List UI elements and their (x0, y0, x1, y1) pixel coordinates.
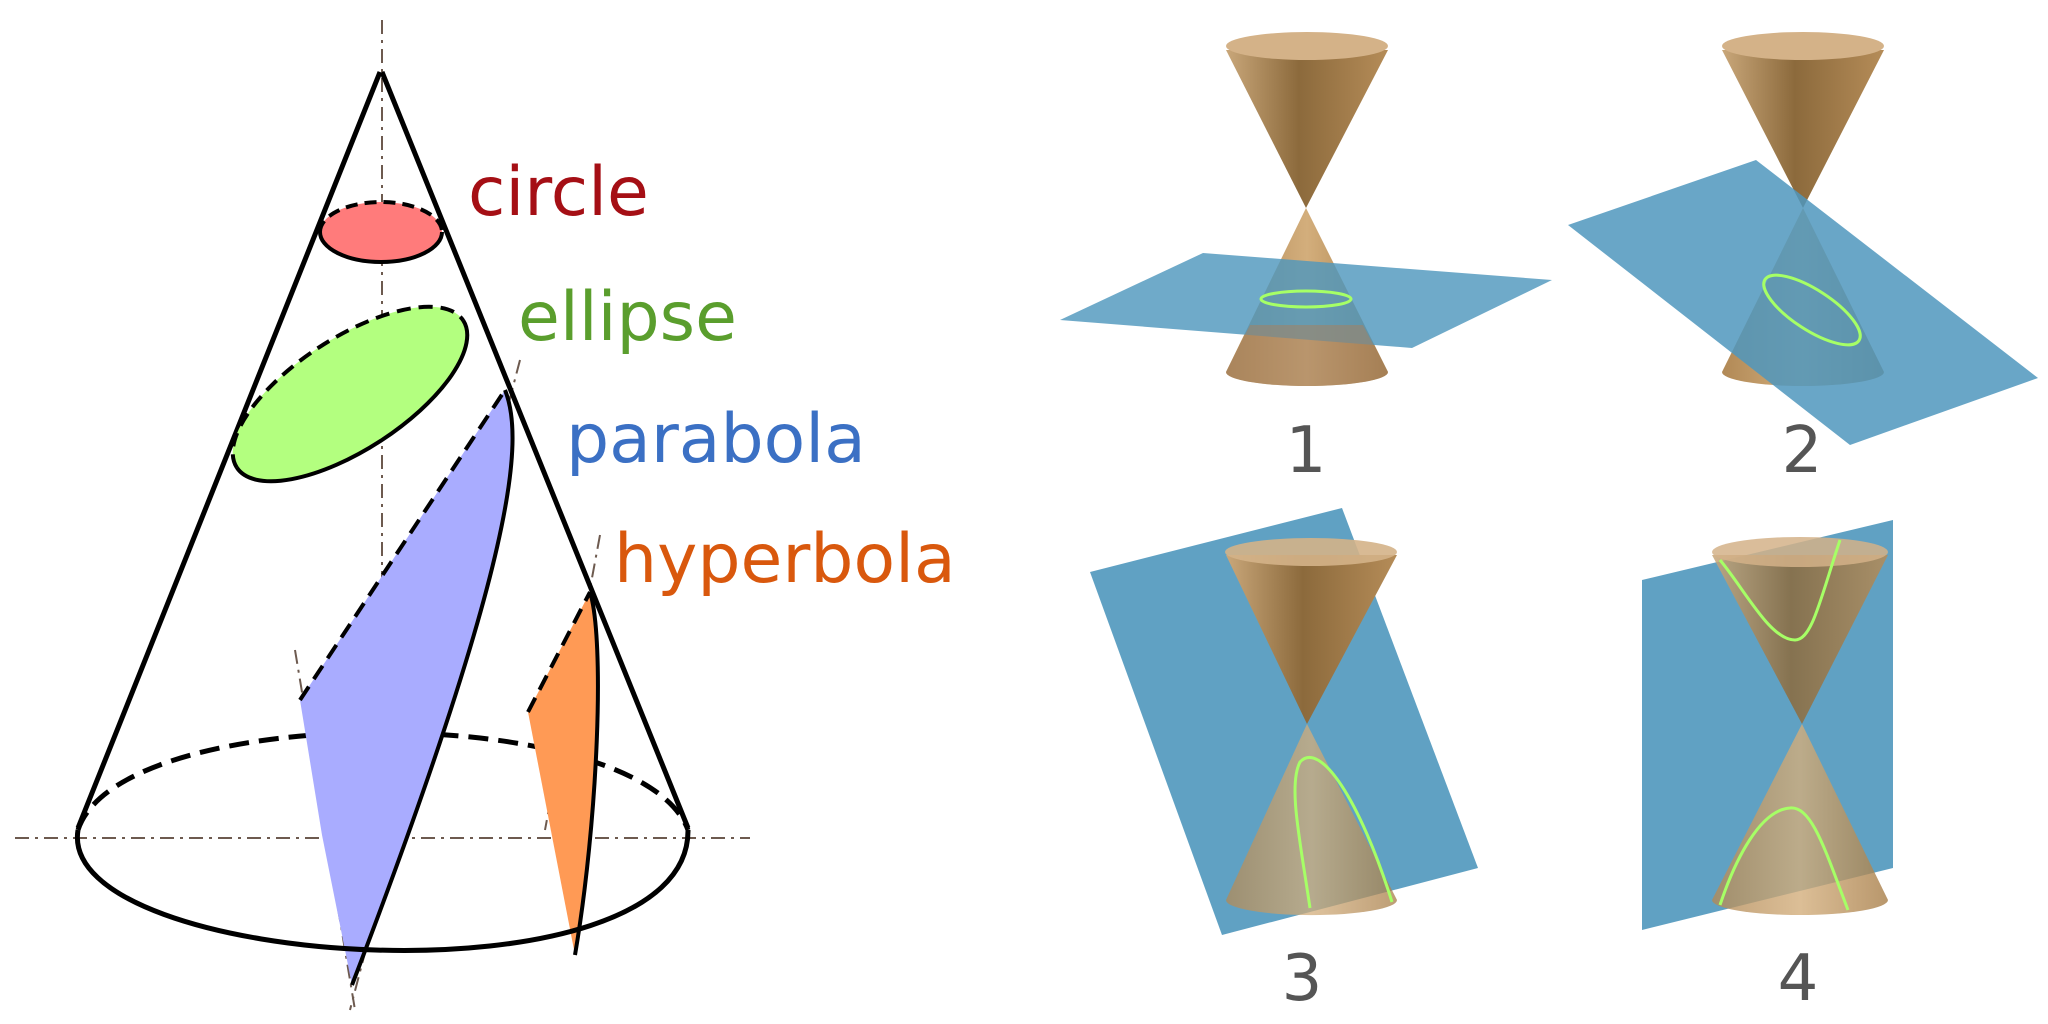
labeled-cone: circle ellipse parabola hyperbola (15, 20, 956, 1011)
panel-4: 4 (1642, 520, 1893, 1016)
panel-3-lower-cone (1226, 724, 1397, 916)
panel-3-number: 3 (1282, 942, 1323, 1016)
panel-3-upper-rim (1225, 538, 1397, 566)
circle-front-edge (318, 231, 444, 264)
panel-1-cone-below-plane (1226, 325, 1388, 386)
cone-right-side (379, 71, 691, 829)
cone-left-side (75, 71, 383, 829)
ellipse-back-edge (230, 304, 465, 469)
panel-4-upper-rim (1712, 537, 1888, 567)
ellipse-front-edge (235, 319, 470, 484)
hyperbola-dashed-edge (526, 591, 592, 713)
panel-1-upper-cone (1226, 50, 1388, 208)
panel-1: 1 (1060, 32, 1552, 488)
panel-1-circle-curve (1259, 289, 1353, 309)
parabola-dashed-edge (298, 388, 507, 702)
ellipse-label: ellipse (518, 278, 737, 357)
circle-label: circle (468, 153, 649, 232)
ellipse-section (232, 306, 468, 482)
panel-2-upper-rim (1722, 32, 1884, 60)
panel-2-ellipse-curve (1762, 273, 1862, 347)
panel-3: 3 (1090, 508, 1478, 1016)
panel-4-lower-cone (1712, 724, 1888, 915)
parabola-curve-edge (350, 389, 515, 986)
hyperbola-curve-edge (573, 591, 600, 956)
hyperbola-label: hyperbola (614, 520, 956, 599)
panel-1-upper-rim (1226, 32, 1388, 60)
panel-3-plane-back (1090, 508, 1478, 935)
circle-section (320, 202, 442, 262)
panel-4-upper-hyperbola-curve (1718, 539, 1842, 642)
panel-4-lower-hyperbola-curve (1718, 806, 1850, 911)
panel-1-plane (1060, 253, 1552, 348)
panel-2-number: 2 (1782, 414, 1823, 488)
panel-3-upper-cone (1226, 555, 1397, 724)
hyperbola-shape (528, 592, 598, 955)
panel-4-number: 4 (1778, 942, 1819, 1016)
parabola-label: parabola (566, 400, 866, 479)
cone-base-front (75, 829, 691, 953)
panel-2-plane (1568, 160, 2038, 445)
panel-2-upper-cone (1722, 50, 1884, 208)
panel-2: 2 (1568, 32, 2038, 488)
panel-3-parabola-curve (1293, 755, 1394, 909)
panel-1-number: 1 (1286, 414, 1327, 488)
parabola-shape (300, 390, 513, 985)
